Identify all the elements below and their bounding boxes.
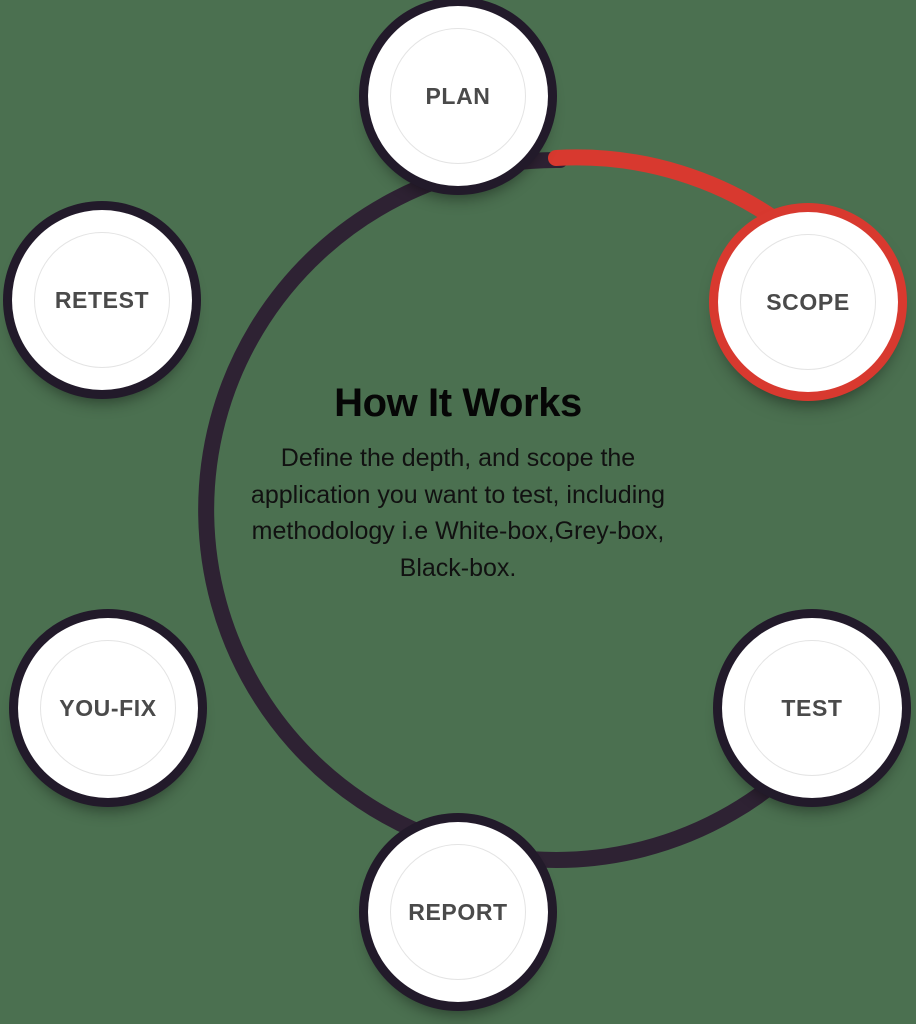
cycle-node-youfix[interactable]: YOU-FIX xyxy=(18,618,198,798)
cycle-node-retest[interactable]: RETEST xyxy=(12,210,192,390)
cycle-node-scope[interactable]: SCOPE xyxy=(718,212,898,392)
cycle-node-youfix-label: YOU-FIX xyxy=(59,694,157,721)
description-line-3: methodology i.e White-box,Grey-box, xyxy=(251,517,665,545)
cycle-node-plan-label: PLAN xyxy=(425,82,491,109)
page-title: How It Works xyxy=(334,381,582,425)
cycle-node-test-label: TEST xyxy=(781,694,843,721)
center-description: Define the depth, and scope the applicat… xyxy=(178,440,738,586)
cycle-node-scope-label: SCOPE xyxy=(766,288,850,315)
description-line-1: Define the depth, and scope the xyxy=(280,444,636,472)
description-line-2: application you want to test, including xyxy=(250,480,666,509)
cycle-node-test[interactable]: TEST xyxy=(722,618,902,798)
cycle-node-report-label: REPORT xyxy=(408,898,508,925)
cycle-node-retest-label: RETEST xyxy=(54,286,150,313)
description-line-4: Black-box. xyxy=(399,553,517,582)
ring-arc-progress xyxy=(548,149,798,238)
center-text-block: How It Works Define the depth, and scope… xyxy=(178,382,738,586)
cycle-node-plan[interactable]: PLAN xyxy=(368,6,548,186)
cycle-node-report[interactable]: REPORT xyxy=(368,822,548,1002)
